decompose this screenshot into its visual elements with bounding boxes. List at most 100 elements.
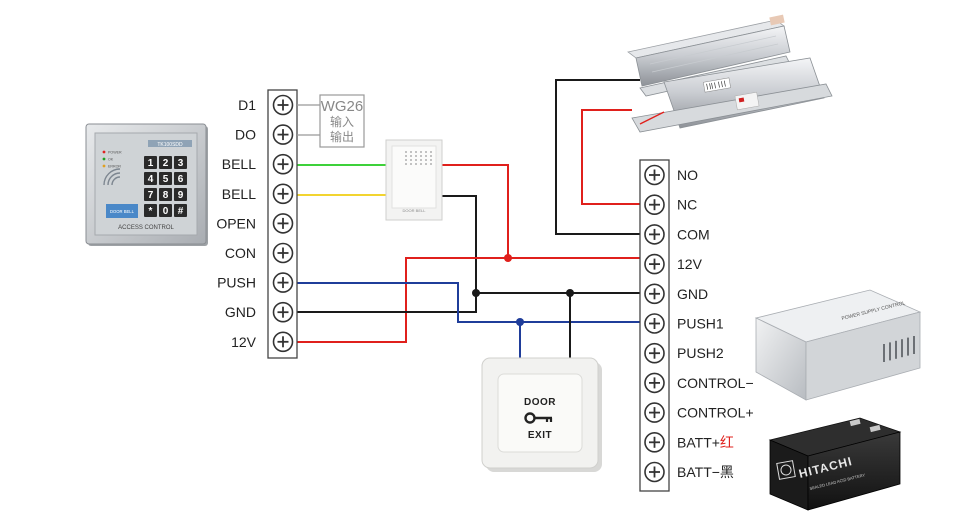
keypad-key: 6 (174, 172, 187, 185)
wires (297, 79, 640, 360)
left-terminal-screw-icon (272, 183, 294, 205)
keypad-key-label: * (149, 206, 153, 217)
right-terminal-label-text: CONTROL+ (677, 405, 754, 421)
left-terminal-screw-icon (272, 124, 294, 145)
right-terminal-screw-icon (644, 253, 665, 275)
right-terminal-label-suffix: 黑 (720, 464, 734, 480)
left-terminal-screw-icon (272, 272, 294, 293)
right-terminal-label-suffix: 红 (720, 434, 734, 450)
magnetic-lock (627, 14, 833, 133)
right-terminal-label: CONTROL− (677, 375, 754, 391)
left-terminal-label: OPEN (216, 215, 256, 231)
keypad-key-label: 2 (163, 158, 169, 169)
right-terminal-label: NO (677, 167, 698, 183)
keypad-key-label: 6 (178, 174, 184, 185)
keypad-indicator-led-icon (102, 164, 106, 168)
wire-black-doorbell (442, 195, 477, 293)
right-terminal-label-text: CONTROL− (677, 375, 754, 391)
keypad-key: 7 (144, 188, 157, 201)
wiegand-box-frame (319, 94, 365, 148)
boltlock-red-mark (738, 97, 745, 103)
keypad-indicator-label: ERROR (108, 165, 121, 169)
left-terminal-label: CON (225, 245, 256, 261)
exit-door-label: DOOR (524, 397, 556, 408)
keypad-key: 9 (174, 188, 187, 201)
boltlock-flange (631, 83, 833, 133)
right-terminal-screw-icon (644, 194, 665, 215)
keypad-key-label: 5 (163, 174, 169, 185)
right-terminal-label-text: BATT− (677, 464, 720, 480)
right-terminal-label-text: 12V (677, 256, 703, 272)
right-terminal-label: BATT−黑 (677, 464, 734, 480)
hitachi-logo-icon (776, 460, 796, 480)
left-terminal-screw-icon (272, 213, 294, 234)
right-terminal-screw-icon (644, 164, 665, 186)
right-terminal-label: CONTROL+ (677, 405, 754, 421)
right-terminal-screw-icon (644, 461, 665, 483)
right-terminal-label: NC (677, 197, 697, 213)
door-bell-key-label: DOOR BELL (110, 209, 135, 214)
keypad-footer-label: ACCESS CONTROL (118, 225, 174, 231)
keypad-key: 8 (159, 188, 172, 201)
keypad-key-label: 1 (148, 158, 154, 169)
left-terminal-label: D1 (238, 97, 256, 113)
battery-terminal-plus (849, 418, 861, 427)
left-terminal-label: PUSH (217, 275, 256, 291)
rfid-wave-icon (103, 168, 121, 186)
doorbell-device: DOOR BELL (385, 139, 443, 221)
exit-button-device: DOOR EXIT (481, 357, 602, 472)
door-bell-key (106, 204, 138, 218)
left-terminal-screw-icon (272, 331, 294, 353)
right-terminal-screw-icon (644, 402, 665, 423)
psu-side (805, 311, 921, 401)
left-terminal-label: DO (235, 127, 256, 143)
keypad-key-label: 3 (178, 158, 184, 169)
left-terminal-label: GND (225, 304, 256, 320)
keypad-key: 0 (159, 204, 172, 217)
right-terminal-screw-icon (644, 431, 665, 453)
wire-black-com (555, 79, 640, 235)
wiegand-input-label: 输入 (330, 114, 354, 129)
keypad-key-label: # (178, 206, 184, 217)
maglock-stripes (649, 35, 779, 73)
left-terminal-label: 12V (231, 334, 257, 350)
right-terminal-screw-icon (644, 224, 665, 245)
keypad-key: # (174, 204, 187, 217)
wiegand-title: WG26 (321, 98, 364, 115)
keypad-indicator-led-icon (102, 157, 106, 161)
right-terminal-label: GND (677, 286, 708, 302)
boltlock-barcode-lines (706, 80, 726, 90)
right-terminal-label-text: BATT+ (677, 434, 720, 450)
right-terminal-block: NONCCOM12VGNDPUSH1PUSH2CONTROL−CONTROL+B… (639, 159, 754, 492)
keypad-indicator-label: POWER (108, 151, 122, 155)
right-terminal-label-text: PUSH1 (677, 316, 724, 332)
left-terminal-label: BELL (222, 156, 256, 172)
keypad-model-label: TK100SDD (157, 142, 183, 148)
exit-button-face (497, 373, 583, 453)
psu-vents (883, 336, 915, 362)
boltlock-barcode (703, 77, 731, 93)
keypad-key-label: 4 (148, 174, 154, 185)
right-terminal-label: COM (677, 226, 710, 242)
keypad-key: 5 (159, 172, 172, 185)
left-terminal-screw-icon (272, 94, 294, 116)
boltlock-label (734, 91, 760, 111)
keypad-model-plate (148, 140, 192, 147)
power-supply: POWER SUPPLY CONTROL (754, 289, 922, 401)
keypad-key-label: 7 (148, 190, 154, 201)
right-terminal-screw-icon (644, 283, 665, 305)
keypad-key-label: 0 (163, 206, 169, 217)
right-terminal-screw-icon (644, 313, 665, 334)
doorbell-face (391, 145, 437, 209)
junction-blue (516, 318, 524, 326)
right-terminal-label: BATT+红 (677, 434, 734, 450)
right-terminal-screw-icon (644, 342, 665, 364)
left-terminal-screw-icon (272, 301, 294, 323)
keypad-key: 4 (144, 172, 157, 185)
keypad-key: 2 (159, 156, 172, 169)
battery-side (807, 431, 901, 511)
right-terminal-label-text: NC (677, 197, 697, 213)
keypad-key-label: 9 (178, 190, 184, 201)
